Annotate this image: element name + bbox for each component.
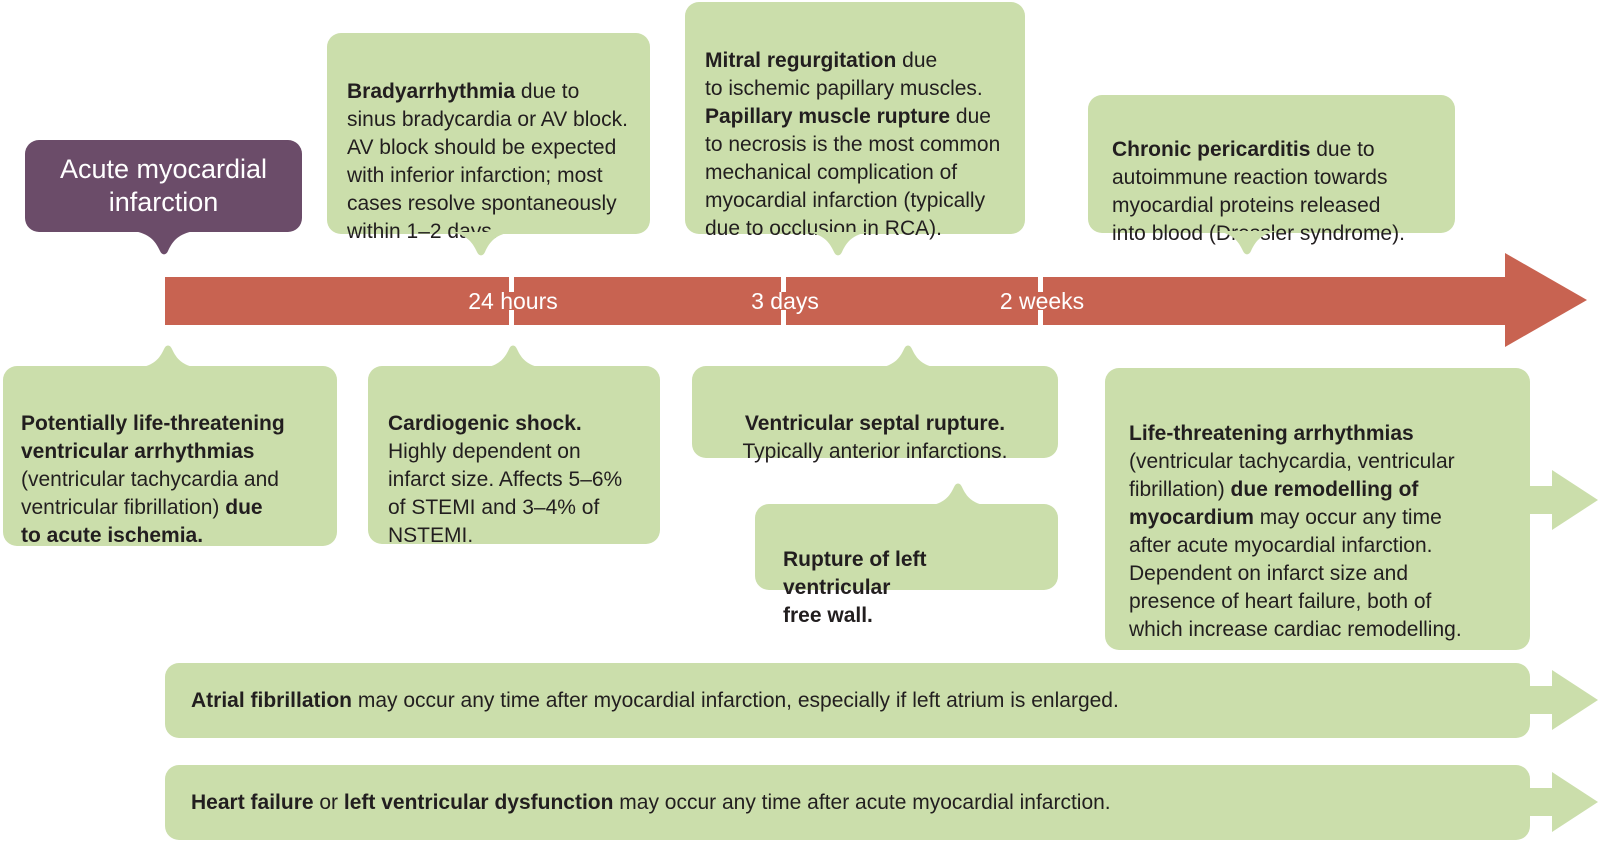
timeline-arrowhead-icon [1505, 253, 1587, 347]
mitral-regurgitation-callout: Mitral regurgitation due to ischemic pap… [685, 2, 1025, 240]
chronic-pericarditis-callout: Chronic pericarditis due to autoimmune r… [1088, 95, 1455, 245]
acute-mi-title-text: Acute myocardial infarction [59, 154, 268, 217]
chronic-pericarditis-text: Chronic pericarditis due to autoimmune r… [1112, 138, 1405, 245]
timeline-label-2-weeks: 2 weeks [999, 288, 1085, 314]
septal-rupture-tail-up-icon [879, 345, 937, 368]
bradyarrhythmia-text: Bradyarrhythmia due to sinus bradycardia… [347, 80, 628, 243]
tick-2-weeks-top [1038, 277, 1043, 292]
heart-failure-band: Heart failure or left ventricular dysfun… [165, 765, 1530, 840]
ventricular-arrhythmias-tail-up-icon [139, 345, 197, 368]
free-wall-rupture-text: Rupture of left ventricular free wall. [783, 548, 927, 627]
septal-rupture-text: Ventricular septal rupture. Typically an… [742, 412, 1008, 463]
bradyarrhythmia-tail-down-icon [451, 232, 511, 256]
bradyarrhythmia-callout: Bradyarrhythmia due to sinus bradycardia… [327, 33, 650, 243]
ventricular-arrhythmias-callout: Potentially life-threatening ventricular… [3, 366, 337, 547]
tick-3-days-top [781, 277, 786, 292]
free-wall-rupture-callout: Rupture of left ventricular free wall. [755, 504, 1058, 627]
mitral-tail-down-icon [808, 232, 868, 256]
tick-24-hours-bottom [509, 310, 514, 325]
mitral-regurgitation-text: Mitral regurgitation due to ischemic pap… [705, 49, 1001, 240]
late-arrhythmias-text: Life-threatening arrhythmias (ventricula… [1129, 422, 1462, 641]
heart-failure-text: Heart failure or left ventricular dysfun… [191, 791, 1111, 814]
late-arrhythmias-continue-arrow-icon [1528, 470, 1598, 530]
atrial-fibrillation-text: Atrial fibrillation may occur any time a… [191, 689, 1119, 712]
timeline-label-3-days: 3 days [751, 288, 819, 314]
purple-tail-down-icon [134, 231, 194, 255]
tick-2-weeks-bottom [1038, 310, 1043, 325]
septal-rupture-callout: Ventricular septal rupture. Typically an… [692, 366, 1058, 463]
cardiogenic-shock-callout: Cardiogenic shock. Highly dependent on i… [368, 366, 660, 547]
heart-failure-continue-arrow-icon [1528, 772, 1598, 832]
timeline-label-24-hours: 24 hours [468, 288, 558, 314]
ventricular-arrhythmias-text: Potentially life-threatening ventricular… [21, 412, 285, 547]
atrial-fibrillation-continue-arrow-icon [1528, 670, 1598, 730]
pericarditis-tail-down-icon [1217, 231, 1277, 255]
atrial-fibrillation-band: Atrial fibrillation may occur any time a… [165, 663, 1530, 738]
timeline-bar [165, 277, 1505, 325]
acute-mi-title-box: Acute myocardial infarction [25, 140, 302, 232]
cardiogenic-shock-tail-up-icon [484, 345, 542, 368]
tick-24-hours-top [509, 277, 514, 292]
tick-3-days-bottom [781, 310, 786, 325]
free-wall-rupture-tail-up-icon [929, 483, 987, 506]
late-arrhythmias-callout: Life-threatening arrhythmias (ventricula… [1105, 368, 1530, 650]
cardiogenic-shock-text: Cardiogenic shock. Highly dependent on i… [388, 412, 623, 547]
